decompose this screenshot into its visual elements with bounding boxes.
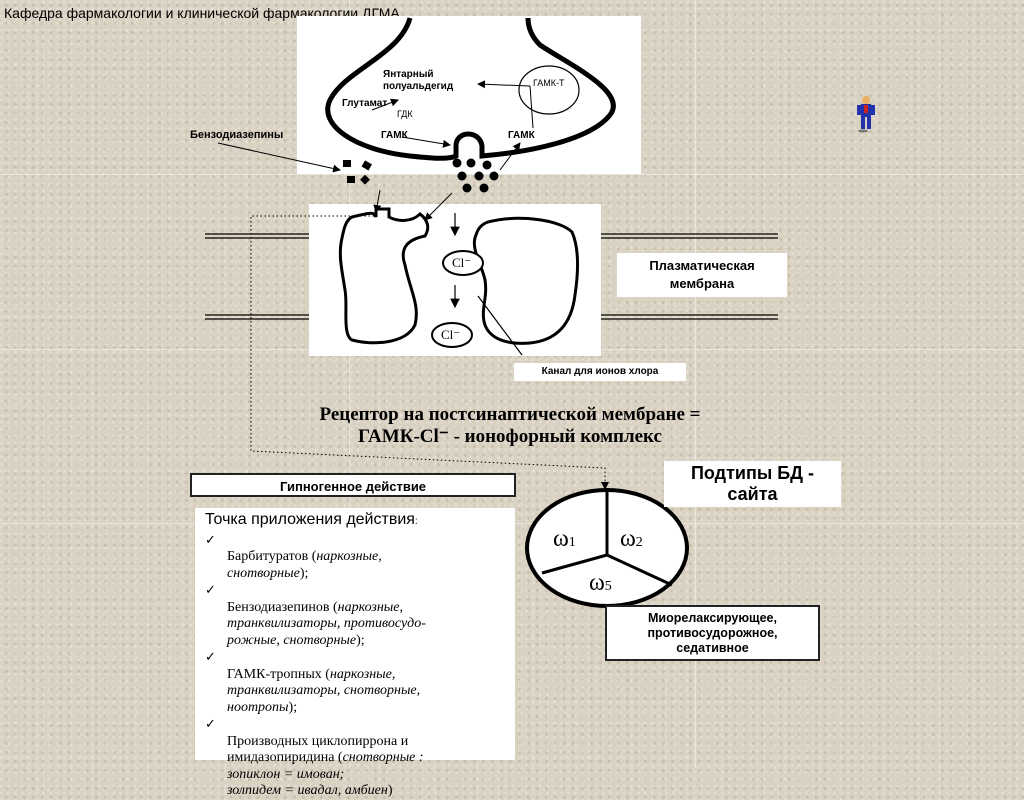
- label-gaba-t: ГАМК-Т: [533, 78, 565, 88]
- plasma-membrane-label: Плазматическая мембрана: [617, 253, 787, 297]
- chloride-channel-label: Канал для ионов хлора: [514, 363, 686, 381]
- chloride-ion-lower-label: Cl⁻: [441, 327, 460, 343]
- checkmark-icon: ✓: [205, 583, 216, 600]
- omega5-label: ω5: [589, 570, 612, 597]
- chloride-ion-upper-label: Cl⁻: [452, 255, 471, 271]
- checkmark-icon: ✓: [205, 717, 216, 734]
- points-of-action-box: Точка приложения действия: ✓Барбитуратов…: [195, 508, 515, 760]
- checkmark-icon: ✓: [205, 650, 216, 667]
- label-gaba-right: ГАМК: [508, 130, 535, 141]
- receptor-title-line1: Рецептор на постсинаптической мембране =: [180, 404, 840, 426]
- label-glutamate: Глутамат: [342, 98, 387, 109]
- receptor-right-subunit: [474, 218, 577, 343]
- list-item: ✓ГАМК-тропных (наркозные, транквилизатор…: [201, 650, 511, 716]
- list-item: ✓Барбитуратов (наркозные, снотворные);: [201, 533, 511, 583]
- label-benzodiazepines: Бензодиазепины: [190, 129, 283, 141]
- label-gaba-left: ГАМК: [381, 130, 408, 141]
- receptor-title: Рецептор на постсинаптической мембране =…: [180, 404, 840, 448]
- synapse-panel: [297, 16, 641, 174]
- list-item: ✓Бензодиазепинов (наркозные, транквилиза…: [201, 583, 511, 649]
- label-gdk: ГДК: [397, 109, 413, 119]
- label-succinic-semialdehyde: Янтарный полуальдегид: [383, 69, 453, 93]
- bd-subtypes-label: Подтипы БД - сайта: [664, 461, 841, 507]
- hypnotic-action-label: Гипногенное действие: [190, 473, 516, 497]
- person-figure-icon: [851, 95, 881, 133]
- effects-label: Миорелаксирующее, противосудорожное, сед…: [605, 605, 820, 661]
- omega2-label: ω2: [620, 526, 643, 553]
- list-item: ✓Производных циклопиррона и имидазопирид…: [201, 717, 511, 800]
- checkmark-icon: ✓: [205, 533, 216, 550]
- omega1-label: ω1: [553, 526, 576, 553]
- receptor-title-line2: ГАМК-Cl⁻ - ионофорный комплекс: [180, 426, 840, 448]
- points-title: Точка приложения действия:: [205, 512, 511, 531]
